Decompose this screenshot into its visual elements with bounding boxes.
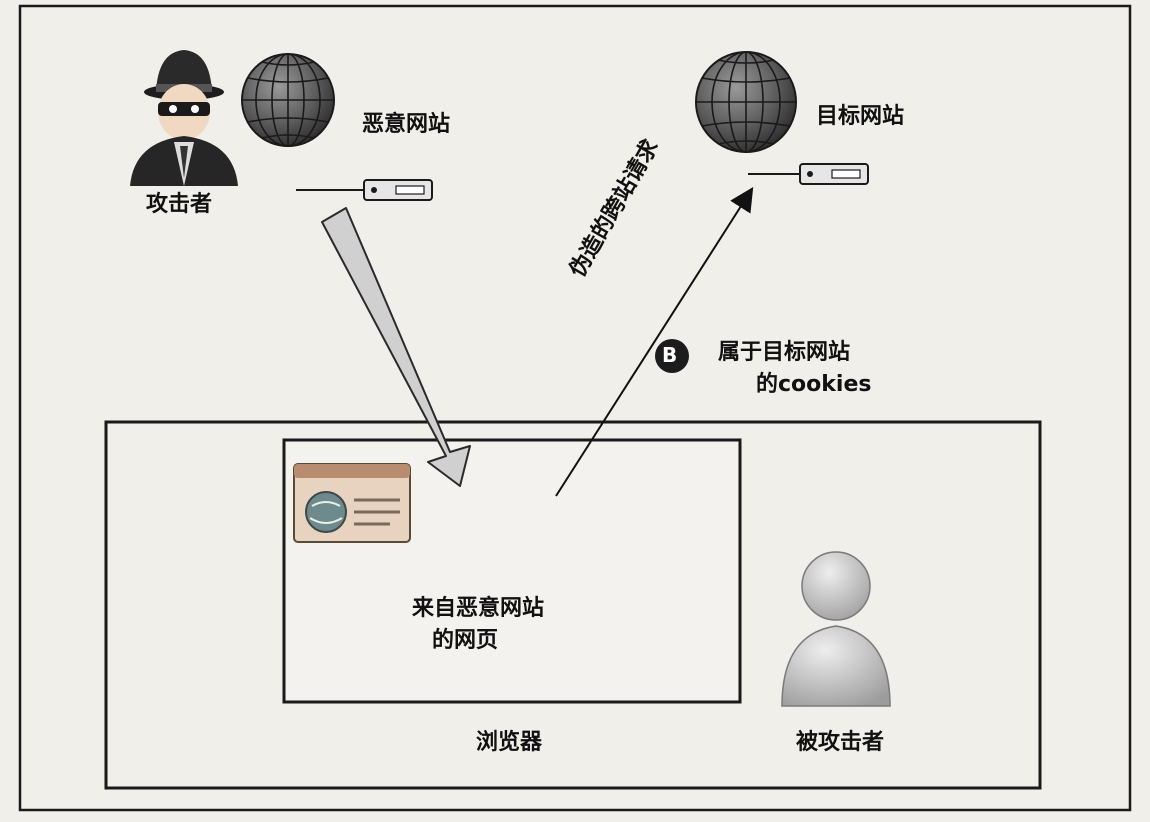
webpage-icon bbox=[293, 463, 411, 543]
badge-b-label: B bbox=[662, 343, 678, 367]
malicious-site-label: 恶意网站 bbox=[362, 112, 451, 137]
target-site-label: 目标网站 bbox=[816, 104, 905, 129]
masked-hacker-icon bbox=[130, 50, 238, 186]
outer-frame bbox=[18, 4, 1132, 812]
attacker-label: 攻击者 bbox=[146, 192, 213, 217]
page-delivery-arrow bbox=[321, 207, 471, 487]
browser-label: 浏览器 bbox=[476, 730, 543, 755]
forged-request-arrow bbox=[555, 186, 754, 497]
cookies-label-line1: 属于目标网站 bbox=[718, 340, 851, 365]
webpage-label-line1: 来自恶意网站 bbox=[412, 596, 545, 621]
server-icon-malicious bbox=[296, 179, 433, 201]
badge-b bbox=[655, 339, 689, 373]
cookies-label-line2: 的cookies bbox=[756, 372, 872, 397]
server-icon-target bbox=[748, 163, 869, 185]
victim-label: 被攻击者 bbox=[796, 730, 885, 755]
browser-box bbox=[104, 420, 1042, 790]
user-silhouette-icon bbox=[781, 551, 891, 707]
globe-icon-target bbox=[695, 51, 797, 153]
webpage-label-line2: 的网页 bbox=[432, 628, 499, 653]
globe-icon-malicious bbox=[241, 53, 335, 147]
